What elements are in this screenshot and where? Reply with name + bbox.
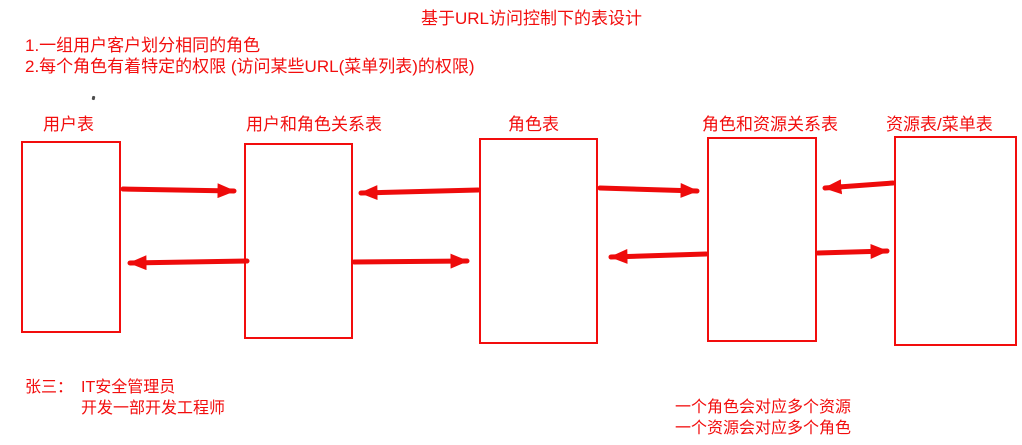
arrow-resource-to-roleresource-top — [822, 179, 896, 195]
notes-block: 1.一组用户客户划分相同的角色 2.每个角色有着特定的权限 (访问某些URL(菜… — [25, 35, 475, 77]
example-user-mapping: 张三： IT安全管理员 开发一部开发工程师 — [25, 377, 225, 419]
example-role-2: 开发一部开发工程师 — [81, 400, 226, 417]
box-user-role-table — [244, 143, 353, 339]
box-role-table — [479, 138, 598, 344]
label-user-role-table: 用户和角色关系表 — [246, 115, 382, 134]
diagram-title: 基于URL访问控制下的表设计 — [421, 9, 643, 28]
arrow-user-to-userrole-top — [120, 183, 237, 199]
label-role-resource-table: 角色和资源关系表 — [702, 115, 838, 134]
cardinality-note-1: 一个角色会对应多个资源 — [675, 399, 852, 416]
arrow-userrole-to-role-bottom — [351, 253, 470, 269]
cardinality-notes: 一个角色会对应多个资源 一个资源会对应多个角色 — [675, 397, 851, 439]
arrow-role-to-userrole-top — [358, 185, 481, 201]
note-line-2: 2.每个角色有着特定的权限 (访问某些URL(菜单列表)的权限) — [25, 57, 475, 76]
example-role-1: IT安全管理员 — [81, 379, 176, 396]
example-user-name: 张三： — [25, 379, 74, 396]
label-user-table: 用户表 — [43, 115, 94, 134]
note-line-1: 1.一组用户客户划分相同的角色 — [25, 36, 261, 55]
example-roles: IT安全管理员 开发一部开发工程师 — [81, 377, 225, 419]
arrow-userrole-to-user-bottom — [127, 255, 250, 271]
arrow-roleresource-to-resource-bottom — [815, 243, 890, 259]
label-resource-table: 资源表/菜单表 — [886, 115, 993, 134]
box-resource-table — [894, 136, 1017, 346]
arrow-role-to-roleresource-top — [597, 182, 700, 198]
box-role-resource-table — [707, 137, 817, 342]
stray-pen-mark — [91, 95, 96, 101]
label-role-table: 角色表 — [508, 115, 559, 134]
box-user-table — [21, 141, 121, 333]
arrow-roleresource-to-role-bottom — [608, 248, 709, 264]
cardinality-note-2: 一个资源会对应多个角色 — [675, 420, 852, 437]
